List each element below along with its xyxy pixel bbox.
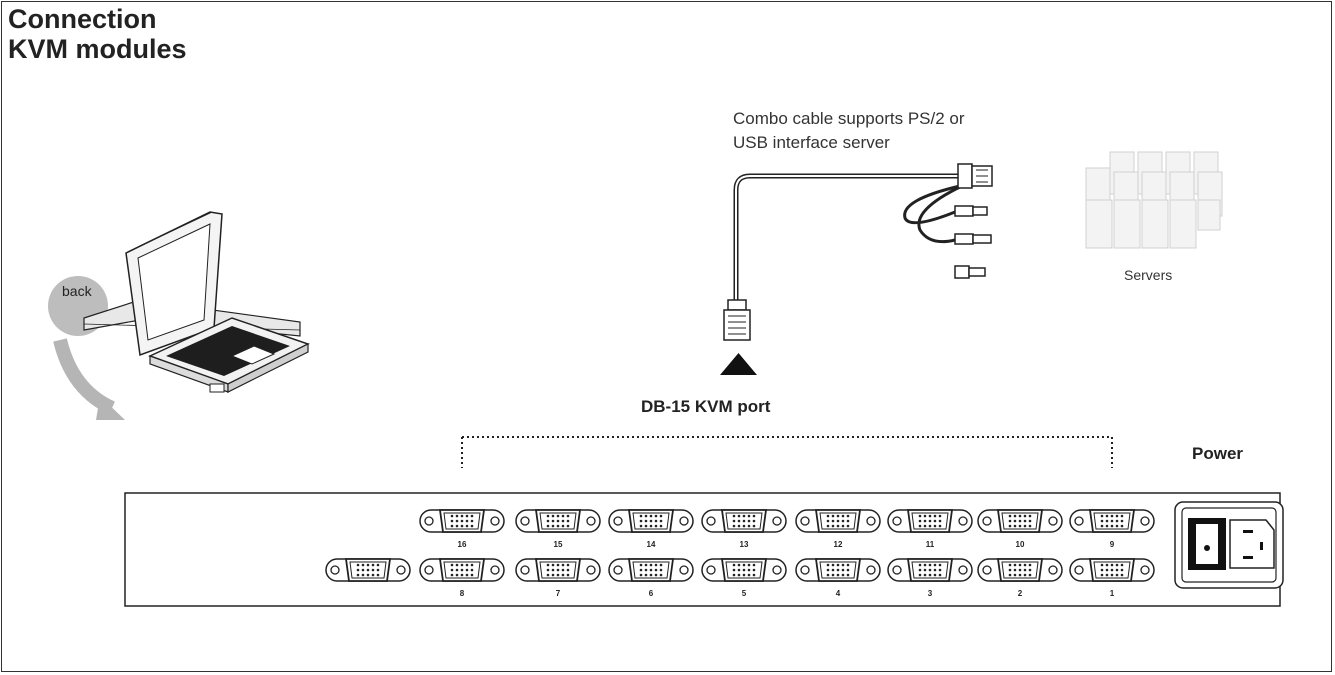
combo-cable-image bbox=[723, 163, 993, 341]
db15-port[interactable]: 16 bbox=[419, 509, 505, 549]
port-number-label: 16 bbox=[458, 540, 467, 549]
port-number-label: 12 bbox=[834, 540, 843, 549]
db15-port[interactable]: 9 bbox=[1069, 509, 1155, 549]
db15-port[interactable]: 1 bbox=[1069, 558, 1155, 598]
title-line-1: Connection bbox=[8, 4, 157, 34]
db15-port[interactable]: 4 bbox=[795, 558, 881, 598]
port-number-label: 8 bbox=[460, 589, 465, 598]
port-number-label: 11 bbox=[926, 540, 935, 549]
db15-port[interactable]: 12 bbox=[795, 509, 881, 549]
db15-port[interactable]: 15 bbox=[515, 509, 601, 549]
port-number-label: 5 bbox=[742, 589, 747, 598]
combo-cable-caption: Combo cable supports PS/2 or USB interfa… bbox=[733, 107, 965, 155]
cable-caption-line-2: USB interface server bbox=[733, 133, 890, 152]
port-range-bracket bbox=[461, 436, 1113, 468]
lcd-screen bbox=[137, 223, 211, 341]
servers-image bbox=[1085, 151, 1223, 249]
db15-port[interactable]: 10 bbox=[977, 509, 1063, 549]
db15-port[interactable]: 3 bbox=[887, 558, 973, 598]
back-label: back bbox=[62, 283, 92, 299]
port-number-label: 7 bbox=[556, 589, 561, 598]
port-row-bottom: 8 7 6 5 4 3 2 1 bbox=[325, 558, 1155, 598]
port-number-label: 3 bbox=[928, 589, 933, 598]
db15-port[interactable]: 13 bbox=[701, 509, 787, 549]
port-number-label: 1 bbox=[1110, 589, 1115, 598]
port-number-label: 13 bbox=[740, 540, 749, 549]
port-number-label: 15 bbox=[554, 540, 563, 549]
port-number-label: 6 bbox=[649, 589, 654, 598]
port-number-label: 9 bbox=[1110, 540, 1115, 549]
db15-port[interactable]: 5 bbox=[701, 558, 787, 598]
keyboard bbox=[166, 326, 290, 376]
db15-port[interactable]: 11 bbox=[887, 509, 973, 549]
port-number-label: 4 bbox=[836, 589, 841, 598]
power-socket bbox=[1229, 519, 1275, 569]
diagram-title: Connection KVM modules bbox=[8, 4, 187, 64]
db15-port[interactable]: 7 bbox=[515, 558, 601, 598]
db15-port[interactable]: 6 bbox=[608, 558, 694, 598]
kvm-port-arrow-icon bbox=[720, 353, 757, 375]
db15-port[interactable]: 14 bbox=[608, 509, 694, 549]
power-module bbox=[1174, 501, 1284, 589]
back-arrow-icon bbox=[53, 338, 116, 415]
servers-label: Servers bbox=[1124, 267, 1173, 283]
port-number-label: 14 bbox=[647, 540, 656, 549]
kvm-port-label: DB-15 KVM port bbox=[641, 397, 771, 416]
port-number-label: 2 bbox=[1018, 589, 1023, 598]
port-number-label: 10 bbox=[1016, 540, 1025, 549]
title-line-2: KVM modules bbox=[8, 34, 187, 64]
port-row-top: 16 15 14 13 12 11 10 9 bbox=[419, 509, 1155, 549]
cable-caption-line-1: Combo cable supports PS/2 or bbox=[733, 109, 965, 128]
db15-port[interactable]: 2 bbox=[977, 558, 1063, 598]
rack-console-image bbox=[48, 211, 310, 420]
touchpad bbox=[230, 345, 276, 365]
db15-port[interactable]: 8 bbox=[419, 558, 505, 598]
db15-port[interactable] bbox=[325, 558, 411, 582]
power-label: Power bbox=[1192, 444, 1244, 463]
